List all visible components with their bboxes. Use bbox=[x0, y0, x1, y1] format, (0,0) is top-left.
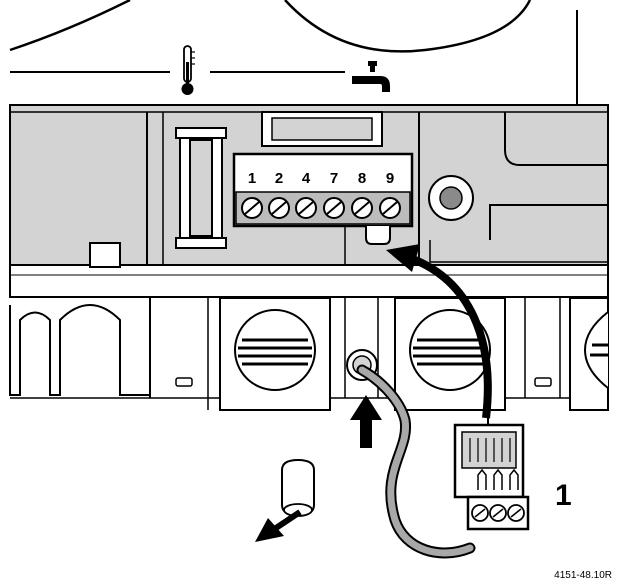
doc-reference: 4151-48.10R bbox=[554, 570, 612, 581]
terminal-screw-4 bbox=[295, 197, 317, 219]
terminal-screw-7 bbox=[323, 197, 345, 219]
terminal-screw-9 bbox=[379, 197, 401, 219]
plug-connector bbox=[453, 423, 530, 531]
terminal-screw-2 bbox=[268, 197, 290, 219]
arrow-up-icon bbox=[350, 395, 382, 448]
grommet-plug-removed bbox=[281, 458, 315, 517]
terminal-screw-1 bbox=[241, 197, 263, 219]
top-left-arc bbox=[9, 0, 131, 52]
right-housing-steps bbox=[504, 112, 608, 166]
arrow-down-left-icon bbox=[255, 509, 302, 542]
cable-gland-left bbox=[219, 297, 331, 411]
terminal-label-7: 7 bbox=[330, 170, 338, 187]
terminal-label-2: 2 bbox=[275, 170, 283, 187]
terminal-label-9: 9 bbox=[386, 170, 394, 187]
thermometer-icon bbox=[181, 45, 195, 95]
top-center-arc bbox=[284, 0, 532, 53]
terminal-label-4: 4 bbox=[302, 170, 311, 187]
slot-left bbox=[175, 377, 193, 387]
terminal-label-1: 1 bbox=[248, 170, 256, 187]
curved-arrow-icon bbox=[386, 244, 492, 419]
small-tab bbox=[89, 242, 121, 268]
slot-right bbox=[534, 377, 552, 387]
round-knob bbox=[428, 175, 474, 221]
lower-left-bracket bbox=[9, 304, 151, 396]
fuse-holder bbox=[175, 127, 227, 249]
callout-number: 1 bbox=[555, 479, 572, 512]
cable-gland-far-right bbox=[569, 297, 609, 411]
tap-icon bbox=[352, 61, 390, 92]
terminal-screw-8 bbox=[351, 197, 373, 219]
housing-lower-band bbox=[9, 264, 609, 298]
plug-socket bbox=[365, 226, 391, 245]
terminal-label-8: 8 bbox=[358, 170, 366, 187]
